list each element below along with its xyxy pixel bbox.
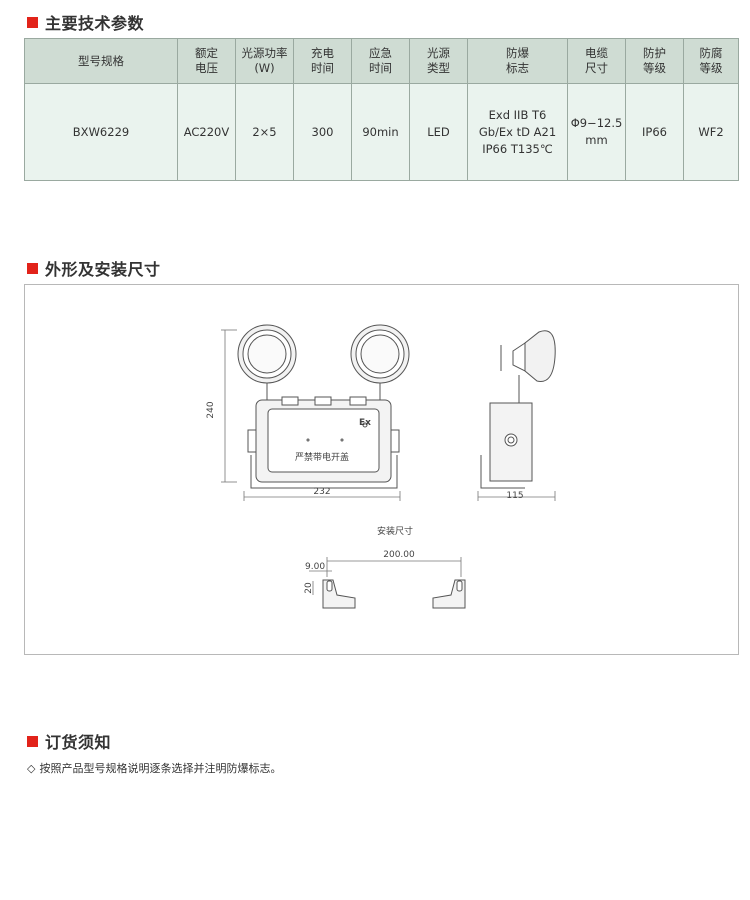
header-cell: 应急 时间 <box>351 38 410 84</box>
notice-text: 按照产品型号规格说明逐条选择并注明防爆标志。 <box>39 762 282 775</box>
dim-depth-label: 115 <box>506 491 523 501</box>
table-cell: BXW6229 <box>24 83 178 181</box>
table-cell: Exd IIB T6 Gb/Ex tD A21 IP66 T135℃ <box>467 83 568 181</box>
table-cell: IP66 <box>625 83 684 181</box>
dimension-drawing: 240 232 115 Ex 严禁带电开盖 安装尺寸 200.00 9.00 2… <box>24 284 739 655</box>
lamp-head-right <box>350 324 410 403</box>
lamp-body-front <box>247 396 400 489</box>
spec-table: 型号规格 额定 电压 光源功率 (W) 充电 时间 应急 时间 光源 类型 防爆… <box>24 38 739 181</box>
header-cell: 防护 等级 <box>625 38 684 84</box>
section-title-specs: 主要技术参数 <box>27 10 144 34</box>
dim-spacing-label: 200.00 <box>383 550 415 560</box>
dimension-lines <box>221 329 556 501</box>
lamp-head-left <box>237 324 297 403</box>
red-square-icon <box>27 262 38 274</box>
table-cell: Φ9−12.5 mm <box>567 83 626 181</box>
section-title-text: 主要技术参数 <box>45 14 145 33</box>
section-title-text: 订货须知 <box>45 733 112 752</box>
cover-warning-text: 严禁带电开盖 <box>295 451 349 463</box>
section-title-dimensions: 外形及安装尺寸 <box>27 256 161 280</box>
dim-slot-height-label: 20 <box>304 582 314 594</box>
install-brackets <box>322 579 466 609</box>
table-cell: WF2 <box>683 83 739 181</box>
red-square-icon <box>27 735 38 747</box>
table-cell: AC220V <box>177 83 236 181</box>
header-cell: 防爆 标志 <box>467 38 568 84</box>
section-title-ordering: 订货须知 <box>27 729 111 753</box>
header-cell: 型号规格 <box>24 38 178 84</box>
lamp-side-view <box>480 330 556 489</box>
table-cell: 300 <box>293 83 352 181</box>
header-cell: 光源 类型 <box>409 38 468 84</box>
header-cell: 光源功率 (W) <box>235 38 294 84</box>
header-cell: 额定 电压 <box>177 38 236 84</box>
diamond-icon: ◇ <box>27 761 36 775</box>
dim-width-label: 232 <box>313 487 330 497</box>
header-cell: 防腐 等级 <box>683 38 739 84</box>
table-cell: 90min <box>351 83 410 181</box>
ordering-notice: ◇ 按照产品型号规格说明逐条选择并注明防爆标志。 <box>27 760 281 776</box>
table-cell: LED <box>409 83 468 181</box>
header-cell: 充电 时间 <box>293 38 352 84</box>
drawing-svg: 240 232 115 Ex 严禁带电开盖 安装尺寸 200.00 9.00 2… <box>206 324 556 609</box>
table-header-row: 型号规格 额定 电压 光源功率 (W) 充电 时间 应急 时间 光源 类型 防爆… <box>24 38 739 84</box>
header-cell: 电缆 尺寸 <box>567 38 626 84</box>
dim-height-label: 240 <box>206 401 216 418</box>
table-cell: 2×5 <box>235 83 294 181</box>
section-title-text: 外形及安装尺寸 <box>45 260 161 279</box>
install-dimension-lines <box>309 557 462 595</box>
dim-slot-label: 9.00 <box>305 562 325 572</box>
ex-mark: Ex <box>359 418 371 428</box>
table-row: BXW6229 AC220V 2×5 300 90min LED Exd IIB… <box>24 83 739 181</box>
red-square-icon <box>27 16 38 28</box>
install-title: 安装尺寸 <box>377 525 413 537</box>
